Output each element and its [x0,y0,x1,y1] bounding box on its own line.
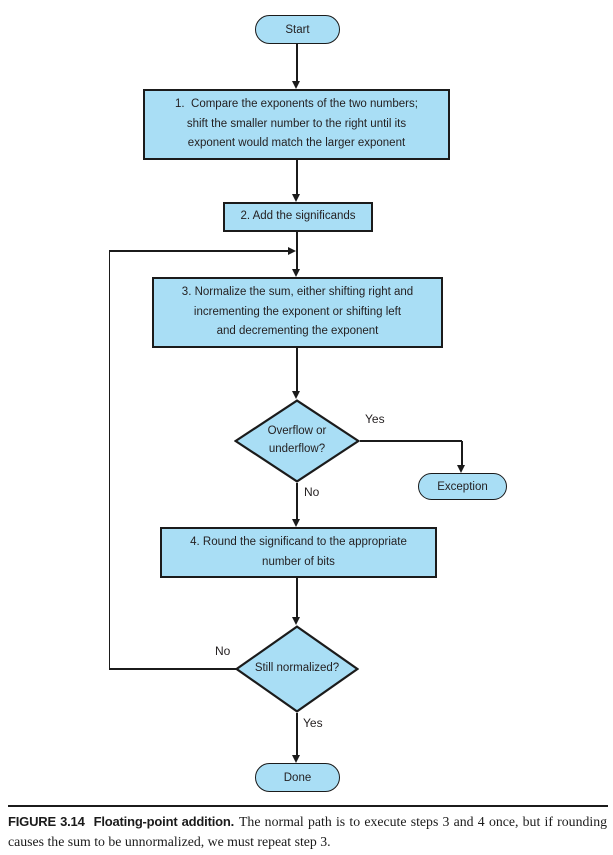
edge-label-normalized-yes: Yes [302,716,324,730]
connector-step4-to-decision2 [296,578,298,618]
connector-decision-to-step4 [296,483,298,520]
figure-caption: FIGURE 3.14 Floating-point addition.The n… [8,812,607,851]
arrowhead-into-step1 [292,81,300,89]
overflow-underflow-decision-node: Overflow or underflow? [234,399,360,483]
step2-label: 2. Add the significands [240,210,356,223]
step1-compare-exponents-node: 1. Compare the exponents of the two numb… [143,89,450,160]
arrowhead-into-step3 [292,269,300,277]
arrowhead-into-step4 [292,519,300,527]
step3-label: 3. Normalize the sum, either shifting ri… [181,285,414,338]
overflow-decision-label: Overflow or underflow? [267,425,327,455]
arrowhead-into-decision [292,391,300,399]
arrowhead-into-decision2 [292,617,300,625]
connector-loopback-vertical [108,251,110,669]
start-node: Start [255,15,340,44]
exception-node: Exception [418,473,507,500]
connector-loopback-bottom [109,668,238,670]
arrowhead-into-step2 [292,194,300,202]
edge-label-normalized-no: No [214,644,232,658]
edge-label-overflow-no: No [303,485,321,499]
step1-label: 1. Compare the exponents of the two numb… [175,97,418,150]
done-label: Done [283,771,312,784]
edge-label-overflow-yes: Yes [364,412,386,426]
connector-loopback-top [109,250,289,252]
arrowhead-into-exception [457,465,465,473]
step4-round-significand-node: 4. Round the significand to the appropri… [160,527,437,578]
done-node: Done [255,763,340,792]
step4-label: 4. Round the significand to the appropri… [190,535,407,568]
caption-divider [8,805,608,807]
connector-step1-to-step2 [296,160,298,195]
diamond-shape [234,399,360,483]
normalized-decision-label: Still normalized? [254,662,340,675]
arrowhead-loopback-join [288,246,296,255]
connector-step3-to-decision [296,348,298,392]
connector-step2-to-step3 [296,232,298,270]
arrowhead-into-done [292,755,300,763]
exception-label: Exception [437,480,488,493]
figure-number: FIGURE 3.14 [8,814,85,829]
connector-yes-to-exception [461,441,463,466]
diamond-shape [235,625,359,713]
figure-caption-body: The normal path is to execute steps 3 an… [8,814,607,849]
start-label: Start [285,23,310,36]
connector-overflow-yes-horizontal [360,440,462,442]
connector-decision2-to-done [296,713,298,756]
figure-title: Floating-point addition. [93,814,235,829]
step2-add-significands-node: 2. Add the significands [223,202,373,232]
step3-normalize-sum-node: 3. Normalize the sum, either shifting ri… [152,277,443,348]
still-normalized-decision-node: Still normalized? [235,625,359,713]
connector-start-to-step1 [296,44,298,82]
